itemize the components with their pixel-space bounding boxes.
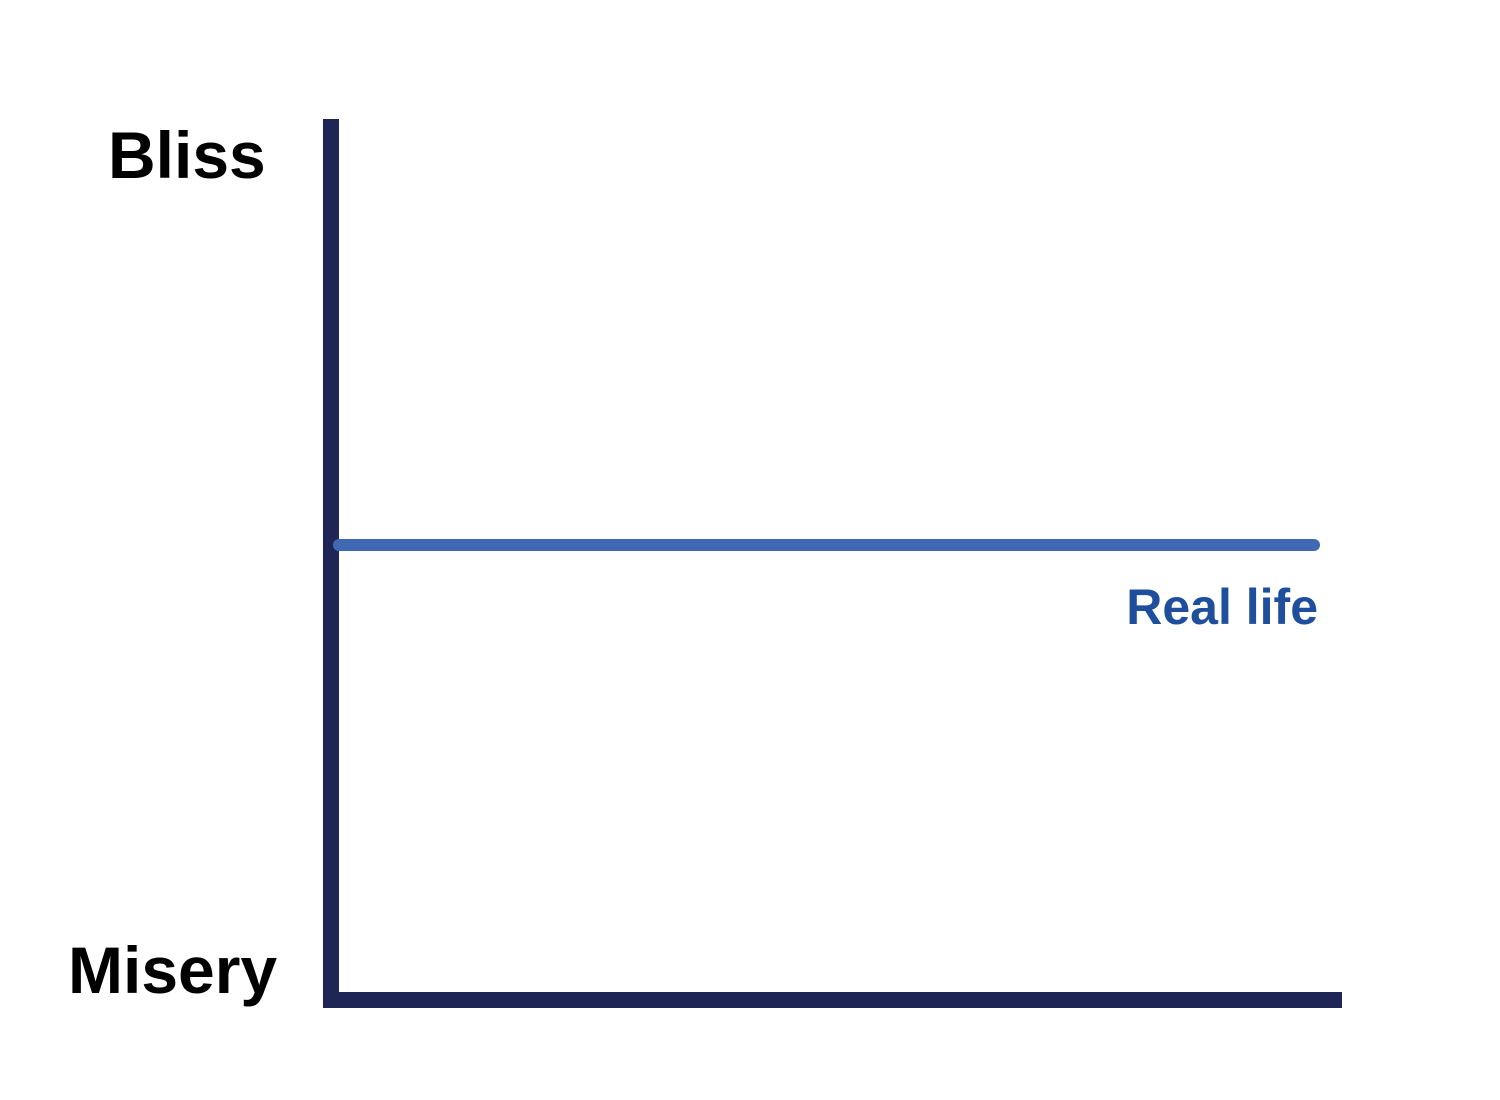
y-tick-label-bottom: Misery [68,933,277,1007]
series-label-real-life: Real life [1126,579,1318,635]
y-tick-label-top: Bliss [108,118,266,192]
